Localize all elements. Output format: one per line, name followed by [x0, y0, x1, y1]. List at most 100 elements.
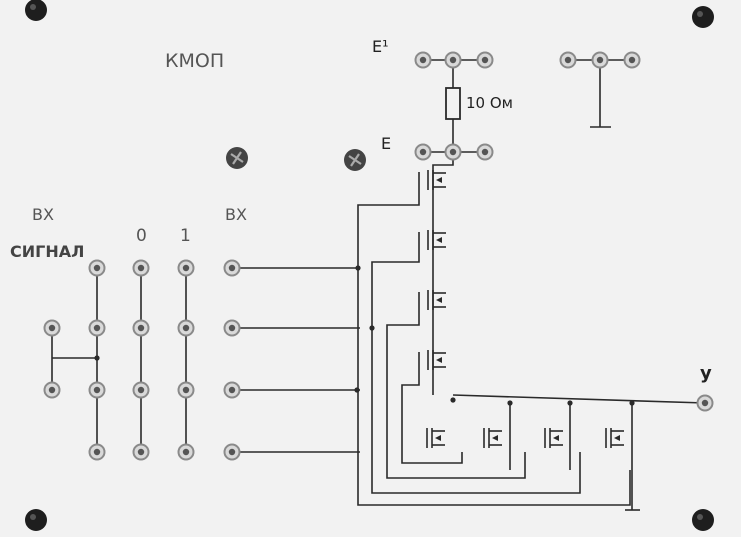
return-2 — [371, 328, 581, 494]
terminal-socket-14[interactable] — [223, 381, 241, 399]
terminal-socket-12[interactable] — [132, 381, 150, 399]
socket-hole — [701, 399, 709, 407]
screw-slot — [232, 151, 242, 165]
socket-hole — [228, 264, 236, 272]
terminal-socket-1[interactable] — [88, 259, 106, 277]
supply-socket-3[interactable] — [476, 51, 494, 69]
socket-hole — [481, 56, 489, 64]
terminal-socket-4[interactable] — [223, 259, 241, 277]
socket-hole — [137, 386, 145, 394]
terminal-socket-5[interactable] — [43, 319, 61, 337]
socket-hole — [93, 264, 101, 272]
junction-dot — [354, 387, 360, 393]
n-fet-2 — [483, 428, 502, 448]
arrow — [436, 297, 442, 303]
socket-hole — [228, 386, 236, 394]
terminal-socket-6[interactable] — [88, 319, 106, 337]
socket-hole — [48, 324, 56, 332]
supply-top-label: E¹ — [372, 37, 389, 56]
gate-route-4 — [401, 352, 420, 420]
p-fet-2 — [427, 230, 446, 250]
output-socket[interactable] — [696, 394, 714, 412]
terminal-socket-17[interactable] — [177, 443, 195, 461]
socket-hole — [182, 264, 190, 272]
terminal-socket-10[interactable] — [43, 381, 61, 399]
output-label: у — [700, 363, 712, 384]
socket-hole — [481, 148, 489, 156]
junction-dot — [369, 325, 375, 331]
socket-hole — [182, 386, 190, 394]
resistor-label: 10 Ом — [466, 94, 513, 112]
socket-hole — [137, 264, 145, 272]
terminal-socket-11[interactable] — [88, 381, 106, 399]
resistor — [445, 87, 461, 120]
terminal-socket-2[interactable] — [132, 259, 150, 277]
arrow — [435, 435, 441, 441]
terminal-socket-9[interactable] — [223, 319, 241, 337]
socket-hole — [419, 56, 427, 64]
terminal-socket-8[interactable] — [177, 319, 195, 337]
arrow — [436, 357, 442, 363]
supply-socket-6[interactable] — [623, 51, 641, 69]
socket-hole — [48, 386, 56, 394]
supply-socket-1[interactable] — [414, 51, 432, 69]
supply-socket-2[interactable] — [444, 51, 462, 69]
p-fet-1 — [427, 170, 446, 190]
p-fet-4 — [427, 350, 446, 370]
arrow — [436, 177, 442, 183]
junction-dot — [355, 265, 361, 271]
junction-dot — [567, 400, 573, 406]
socket-hole — [93, 324, 101, 332]
mounting-screw — [25, 0, 47, 21]
terminal-socket-16[interactable] — [132, 443, 150, 461]
screw-highlight — [30, 514, 36, 520]
supply-socket-9[interactable] — [476, 143, 494, 161]
junction-dot — [94, 355, 100, 361]
mounting-screw — [692, 6, 714, 28]
junction-dot — [450, 397, 456, 403]
arrow — [436, 237, 442, 243]
logic-one-label: 1 — [180, 226, 191, 246]
inputs-label: ВХ — [225, 205, 247, 224]
arrow — [614, 435, 620, 441]
screw-slot — [350, 153, 360, 167]
title-label: КМОП — [165, 50, 225, 72]
terminal-socket-18[interactable] — [223, 443, 241, 461]
socket-hole — [449, 148, 457, 156]
socket-hole — [93, 448, 101, 456]
gate-route-2 — [371, 232, 420, 328]
gate-route-3 — [386, 292, 420, 355]
return-4 — [401, 420, 463, 464]
screw-highlight — [697, 11, 703, 17]
supply-socket-4[interactable] — [559, 51, 577, 69]
input-signal-label-top: ВХ — [32, 205, 54, 224]
terminal-socket-7[interactable] — [132, 319, 150, 337]
mounting-screw — [25, 509, 47, 531]
n-fet-4 — [605, 428, 624, 448]
socket-hole — [137, 448, 145, 456]
terminal-socket-15[interactable] — [88, 443, 106, 461]
mounting-screw — [692, 509, 714, 531]
n-fet-3 — [544, 428, 563, 448]
terminal-socket-13[interactable] — [177, 381, 195, 399]
logic-zero-label: 0 — [136, 226, 147, 246]
junction-dot — [629, 400, 635, 406]
output-line — [452, 394, 706, 404]
return-1 — [357, 268, 631, 506]
socket-hole — [228, 448, 236, 456]
terminal-socket-3[interactable] — [177, 259, 195, 277]
supply-socket-7[interactable] — [414, 143, 432, 161]
supply-socket-5[interactable] — [591, 51, 609, 69]
screw-highlight — [697, 514, 703, 520]
socket-hole — [564, 56, 572, 64]
junction-dot — [507, 400, 513, 406]
arrow — [492, 435, 498, 441]
arrow — [553, 435, 559, 441]
screw-highlight — [30, 4, 36, 10]
socket-hole — [628, 56, 636, 64]
input-signal-label-bottom: СИГНАЛ — [10, 242, 85, 261]
n-fet-1 — [426, 428, 445, 448]
supply-socket-8[interactable] — [444, 143, 462, 161]
